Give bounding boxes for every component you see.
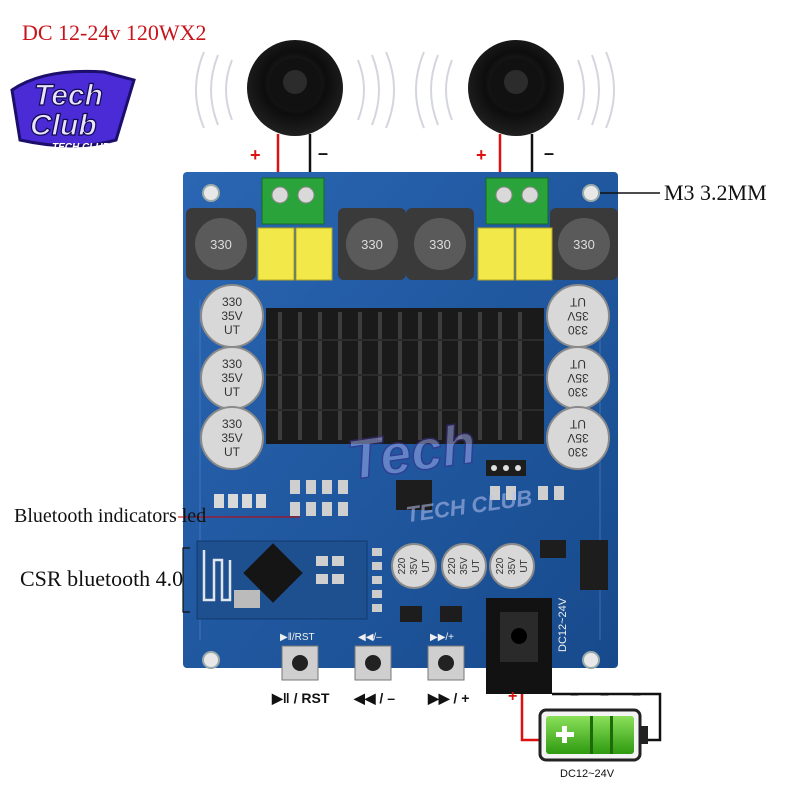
svg-text:UT: UT: [569, 417, 586, 431]
page-title: DC 12-24v 120WX2: [22, 20, 207, 45]
speaker-left: [247, 40, 343, 136]
techclub-logo: Tech Club TECH CLUB: [4, 60, 144, 160]
dc-jack-silk: DC12~24V: [557, 597, 569, 652]
svg-text:UT: UT: [569, 295, 586, 309]
bluetooth-led-callout: Bluetooth indicators led: [14, 505, 207, 527]
inductor-label: 330: [361, 237, 383, 252]
speaker-right-minus: –: [544, 143, 555, 163]
bt-pin-pads: [372, 548, 382, 612]
svg-text:▶▶/+: ▶▶/+: [430, 632, 454, 643]
button-silk-labels: ▶‖/RST ◀◀/– ▶▶/+: [280, 632, 454, 643]
svg-text:35V: 35V: [221, 431, 242, 445]
inductor-label: 330: [429, 237, 451, 252]
svg-text:35V: 35V: [409, 557, 420, 575]
speaker-wires: [276, 134, 534, 175]
svg-text:35V: 35V: [567, 371, 588, 385]
svg-text:330: 330: [568, 445, 588, 459]
svg-text:330: 330: [568, 385, 588, 399]
battery-minus: –: [600, 686, 609, 703]
battery-wires: [520, 692, 662, 742]
svg-text:35V: 35V: [567, 431, 588, 445]
svg-text:UT: UT: [421, 559, 432, 572]
sound-waves-left: [195, 51, 395, 129]
battery-minus: –: [632, 686, 641, 703]
dc-jack: [486, 598, 552, 694]
sound-waves-right: [415, 51, 615, 129]
svg-text:◀◀/–: ◀◀/–: [358, 632, 382, 643]
svg-text:330: 330: [222, 417, 242, 431]
bluetooth-indicator-leds: [214, 494, 266, 508]
svg-text:UT: UT: [519, 559, 530, 572]
heatsink: [266, 308, 544, 444]
inductors: [186, 208, 618, 280]
svg-text:330: 330: [222, 295, 242, 309]
button-label-next: ▶▶ / +: [428, 690, 470, 706]
mount-hole-callout: M3 3.2MM: [664, 180, 767, 205]
svg-text:220: 220: [495, 557, 506, 574]
terminal-block-right: [485, 177, 549, 225]
film-capacitors: [257, 227, 553, 281]
inductor-label: 330: [210, 237, 232, 252]
svg-text:35V: 35V: [567, 309, 588, 323]
svg-text:UT: UT: [471, 559, 482, 572]
speaker-right: [468, 40, 564, 136]
svg-text:35V: 35V: [507, 557, 518, 575]
inductor-label: 330: [573, 237, 595, 252]
speaker-left-minus: –: [318, 143, 329, 163]
svg-text:35V: 35V: [221, 371, 242, 385]
smd-components: [290, 480, 564, 516]
svg-text:220: 220: [447, 557, 458, 574]
ic-chip: [396, 480, 432, 510]
svg-text:220: 220: [397, 557, 408, 574]
bluetooth-module: [196, 540, 368, 620]
terminal-block-left: [261, 177, 325, 225]
svg-text:UT: UT: [224, 445, 241, 459]
speaker-left-plus: +: [250, 145, 261, 165]
svg-text:330: 330: [568, 323, 588, 337]
svg-text:330: 330: [222, 357, 242, 371]
svg-text:UT: UT: [224, 385, 241, 399]
electrolytic-caps-large: [200, 284, 610, 470]
bt-module-bracket: [182, 547, 190, 613]
svg-text:Tech: Tech: [34, 79, 103, 112]
svg-text:35V: 35V: [221, 309, 242, 323]
battery-minus: –: [570, 686, 579, 703]
button-label-play-rst: ▶‖ / RST: [272, 690, 330, 706]
battery-icon: [538, 708, 648, 762]
svg-text:UT: UT: [569, 357, 586, 371]
battery-plus: +: [508, 688, 518, 705]
bluetooth-module-callout: CSR bluetooth 4.0: [20, 566, 184, 591]
button-label-prev: ◀◀ / –: [354, 690, 395, 706]
battery-voltage-label: DC12~24V: [560, 768, 615, 780]
mount-holes: [202, 184, 600, 669]
regulator-components: [400, 540, 608, 622]
svg-text:UT: UT: [224, 323, 241, 337]
speaker-right-plus: +: [476, 145, 487, 165]
svg-text:Club: Club: [30, 109, 97, 142]
svg-text:35V: 35V: [459, 557, 470, 575]
electrolytic-caps-small: [391, 543, 535, 589]
svg-text:TECH CLUB: TECH CLUB: [52, 142, 110, 153]
tactile-buttons: [281, 645, 465, 681]
header-pins: [486, 460, 526, 476]
svg-text:▶‖/RST: ▶‖/RST: [280, 632, 315, 643]
